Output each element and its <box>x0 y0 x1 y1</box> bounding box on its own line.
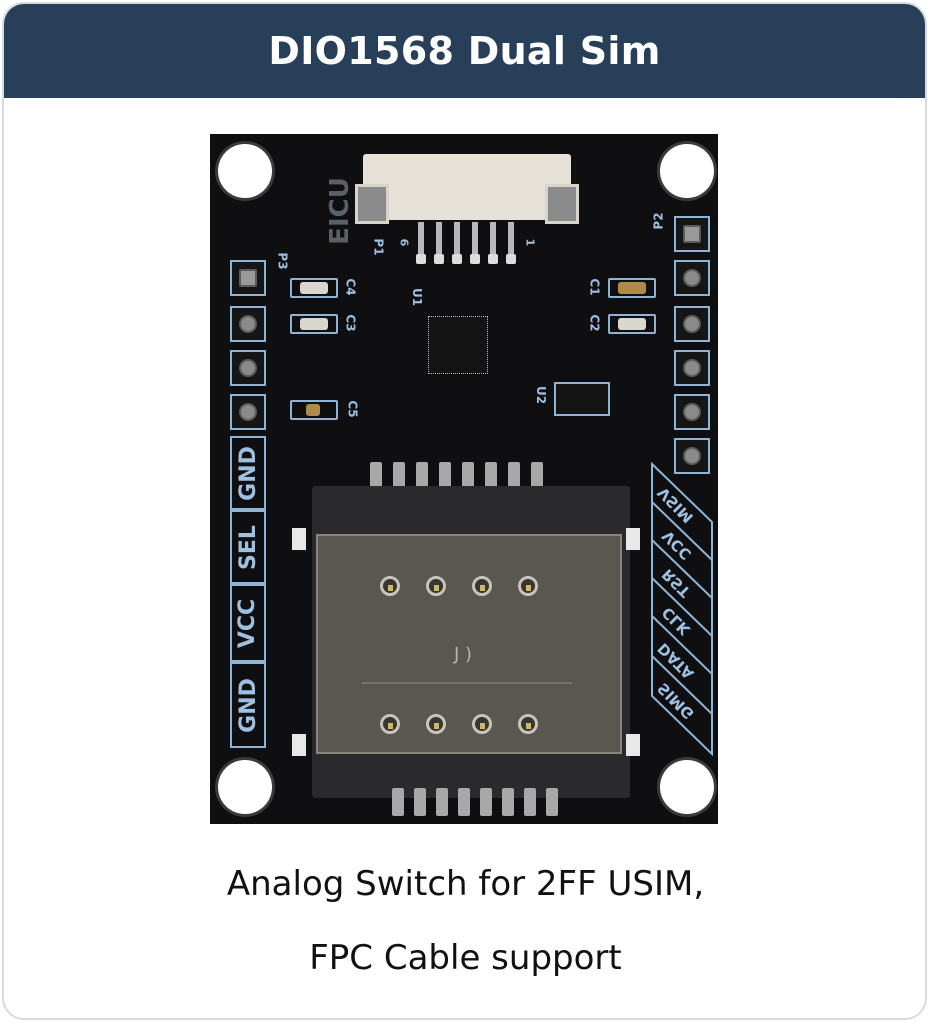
p3-label: P3 <box>275 252 290 270</box>
fpc-pin <box>470 222 480 264</box>
header-pin <box>230 306 266 342</box>
fpc-pin <box>488 222 498 264</box>
sim-marking: J ) <box>454 644 473 665</box>
header-pin <box>230 350 266 386</box>
header-pin <box>674 394 710 430</box>
capacitor-c2 <box>608 314 656 334</box>
header-pin <box>230 260 266 296</box>
capacitor-c1 <box>608 278 656 298</box>
fpc-pin <box>416 222 426 264</box>
card-header: DIO1568 Dual Sim <box>4 4 925 98</box>
u2-label: U2 <box>534 385 549 405</box>
mounting-hole <box>218 144 272 198</box>
u1-label: U1 <box>410 287 425 307</box>
pin-label-gnd: GND <box>230 436 266 510</box>
fpc-pin <box>506 222 516 264</box>
right-header-labels: VSIM VCC RST CLK DATA SIMG <box>650 461 714 757</box>
capacitor-c3 <box>290 314 338 334</box>
header-pin <box>674 306 710 342</box>
caption-line-1: Analog Switch for 2FF USIM, <box>226 864 705 904</box>
pin-label-gnd-2: GND <box>230 662 266 748</box>
fpc-pin <box>452 222 462 264</box>
sim-card-slot: J ) <box>316 534 622 754</box>
fpc-connector <box>355 154 579 224</box>
p2-label: P2 <box>651 212 666 230</box>
header-pin <box>674 350 710 386</box>
capacitor-c4 <box>290 278 338 298</box>
product-title: DIO1568 Dual Sim <box>268 29 661 73</box>
ic-u1 <box>428 316 488 374</box>
pin-label-sel: SEL <box>230 510 266 584</box>
header-pin <box>674 438 710 474</box>
header-pin <box>230 394 266 430</box>
fpc-pin <box>434 222 444 264</box>
pin-label-vcc: VCC <box>230 584 266 662</box>
mounting-hole <box>660 760 714 814</box>
eicu-logo: EICU <box>324 177 355 245</box>
mounting-hole <box>660 144 714 198</box>
header-pin <box>674 216 710 252</box>
ic-u2 <box>554 382 610 416</box>
caption-line-2: FPC Cable support <box>309 938 622 978</box>
p1-label: P1 <box>371 238 386 256</box>
capacitor-c5 <box>290 400 338 420</box>
mounting-hole <box>218 760 272 814</box>
header-pin <box>674 260 710 296</box>
